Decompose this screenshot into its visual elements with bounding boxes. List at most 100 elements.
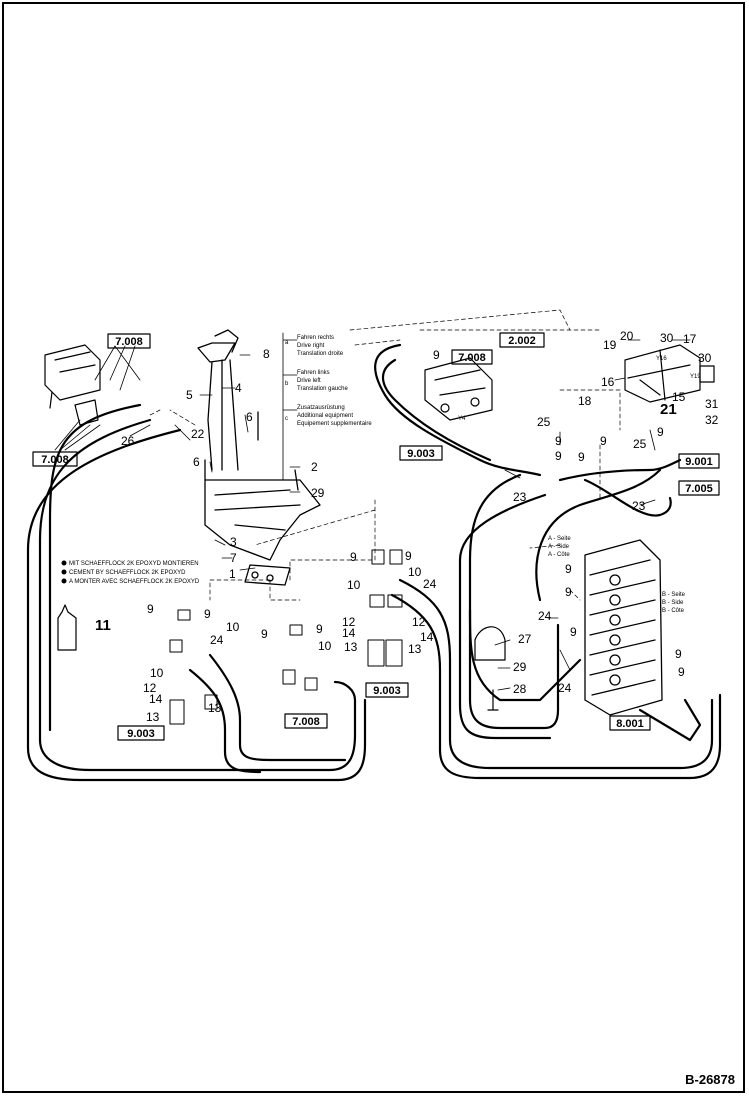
- callout-13-b: 13: [208, 701, 222, 715]
- callout-13-c: 13: [344, 640, 358, 654]
- callout-21: 21: [660, 401, 677, 418]
- callout-24-d: 24: [558, 681, 572, 695]
- adhesive-symbol-icon: [61, 560, 67, 566]
- callout-25-a: 25: [537, 415, 551, 429]
- legend-b-line2: Drive left: [297, 378, 321, 384]
- legend-a-line3: Translation droite: [297, 351, 344, 357]
- callout-14-a: 14: [149, 692, 163, 706]
- main-control-valve: [584, 539, 663, 716]
- hose-bundle-left: [26, 403, 367, 782]
- ref-box-right-2: 7.005: [685, 483, 713, 495]
- valve-marker-y16: Y16: [656, 356, 667, 362]
- legend-b-line1: Fahren links: [297, 370, 330, 376]
- callout-9-k: 9: [578, 450, 585, 464]
- callout-23-b: 23: [632, 499, 646, 513]
- side-b-en: B - Side: [662, 600, 684, 606]
- callout-23-a: 23: [513, 490, 527, 504]
- callout-30-a: 30: [660, 331, 674, 345]
- adhesive-note-en: CEMENT BY SCHAEFFLOCK 2K EPOXYD: [69, 570, 186, 576]
- callout-9-d: 9: [316, 622, 323, 636]
- callout-4: 4: [235, 381, 242, 395]
- callout-27: 27: [518, 632, 532, 646]
- adhesive-note-fr: A MONTER AVEC SCHAEFFLOCK 2K EPOXYD: [69, 579, 200, 585]
- callout-10-b: 10: [150, 666, 164, 680]
- legend-c-line2: Additional equipment: [297, 413, 353, 419]
- callout-9-i: 9: [600, 434, 607, 448]
- hose-clamp: [474, 626, 506, 711]
- callout-29: 29: [311, 486, 325, 500]
- legend-letter-c: c: [285, 416, 288, 422]
- adhesive-symbol-icon: [61, 578, 67, 584]
- callout-18: 18: [578, 394, 592, 408]
- part-callouts: 8 4 5 6 6 2 29 3 7 1 22 26 11 9 9 10 24 …: [95, 329, 719, 724]
- legend-c-line3: Equipement supplementaire: [297, 421, 372, 427]
- callout-28: 28: [513, 682, 527, 696]
- callout-10-a: 10: [226, 620, 240, 634]
- solenoid-valve-block: [624, 344, 715, 403]
- adhesive-bottle: [57, 604, 77, 651]
- callout-6b: 6: [193, 455, 200, 469]
- callout-22: 22: [191, 427, 205, 441]
- callout-14-c: 14: [420, 630, 434, 644]
- document-number: B-26878: [685, 1072, 735, 1087]
- ref-box-mid: 9.003: [373, 685, 401, 697]
- legend-letter-b: b: [285, 381, 289, 387]
- callout-9-a: 9: [147, 602, 154, 616]
- ref-box-top-center: 7.008: [458, 352, 486, 364]
- callout-9-c: 9: [261, 627, 268, 641]
- callout-11: 11: [95, 617, 111, 634]
- callout-10-c: 10: [318, 639, 332, 653]
- callout-24-a: 24: [210, 633, 224, 647]
- adhesive-note-de: MIT SCHAEFFLOCK 2K EPOXYD MONTIEREN: [69, 561, 199, 567]
- valve-block-top: [424, 357, 493, 421]
- side-a-fr: A - Côte: [548, 552, 570, 558]
- valve-marker-y19: Y19: [690, 374, 701, 380]
- leader-lines: [54, 339, 691, 691]
- callout-9-m: 9: [565, 562, 572, 576]
- ref-box-valve: 8.001: [616, 718, 644, 730]
- ref-box-bottom-left: 9.003: [127, 728, 155, 740]
- reference-boxes: [32, 332, 720, 741]
- side-b-de: B - Seite: [662, 592, 686, 598]
- legend-b-line3: Translation gauche: [297, 386, 348, 392]
- legend-a-line2: Drive right: [297, 343, 325, 349]
- control-lever-assembly: [197, 329, 321, 586]
- callout-10-e: 10: [408, 565, 422, 579]
- pilot-block-left: [44, 344, 101, 426]
- callout-9-f: 9: [405, 549, 412, 563]
- valve-marker-y4: Y4: [458, 416, 466, 422]
- callout-25-b: 25: [633, 437, 647, 451]
- callout-9-h: 9: [555, 434, 562, 448]
- ref-box-top-right: 2.002: [508, 335, 536, 347]
- ref-box-right-1: 9.001: [685, 456, 713, 468]
- callout-12-a: 12: [143, 681, 157, 695]
- callout-2: 2: [311, 460, 318, 474]
- callout-9-g: 9: [433, 348, 440, 362]
- adhesive-note: MIT SCHAEFFLOCK 2K EPOXYD MONTIEREN CEME…: [61, 560, 200, 585]
- callout-13-a: 13: [146, 710, 160, 724]
- callout-13-d: 13: [408, 642, 422, 656]
- callout-16: 16: [601, 375, 615, 389]
- ref-box-top-left: 7.008: [115, 336, 143, 348]
- callout-17: 17: [683, 332, 697, 346]
- legend-a-line1: Fahren rechts: [297, 335, 334, 341]
- callout-5: 5: [186, 388, 193, 402]
- callout-7: 7: [230, 551, 237, 565]
- callout-26: 26: [121, 434, 135, 448]
- fitting-stacks: [169, 549, 403, 725]
- callout-10-d: 10: [347, 578, 361, 592]
- callout-30-b: 30: [698, 351, 712, 365]
- legend-c-line1: Zusatzausrüstung: [297, 405, 345, 411]
- callout-9-j: 9: [555, 449, 562, 463]
- ref-box-left: 7.008: [41, 454, 69, 466]
- callout-8: 8: [263, 347, 270, 361]
- callout-6: 6: [246, 410, 253, 424]
- side-b-fr: B - Côte: [662, 608, 685, 614]
- side-a-de: A - Seite: [548, 536, 571, 542]
- callout-1: 1: [229, 567, 236, 581]
- callout-20: 20: [620, 329, 634, 343]
- callout-3: 3: [230, 535, 237, 549]
- ref-box-center: 9.003: [407, 448, 435, 460]
